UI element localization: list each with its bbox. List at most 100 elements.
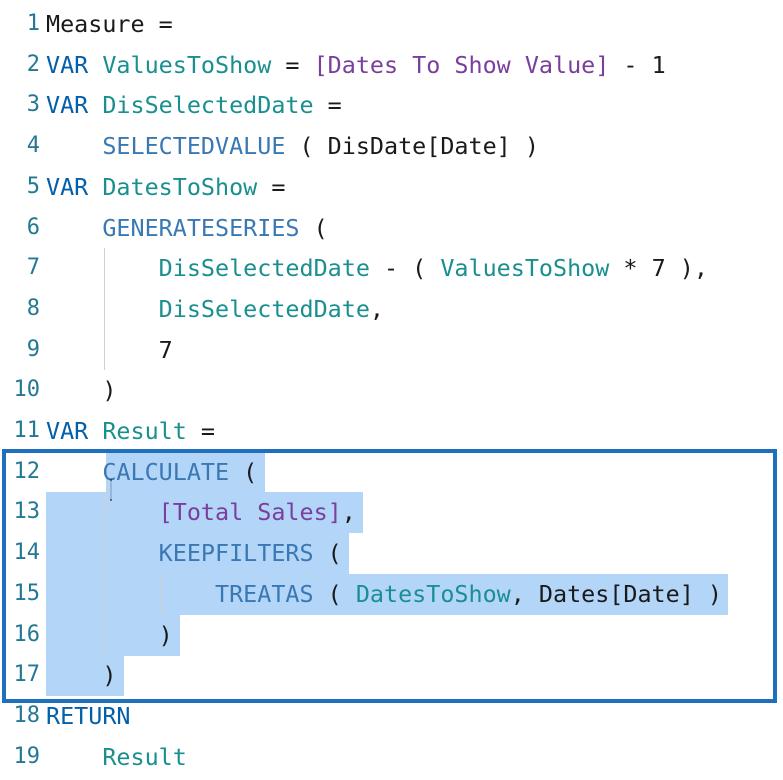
code-text: GENERATESERIES (: [46, 208, 328, 248]
code-token: - (: [369, 254, 441, 283]
code-text: RETURN: [46, 696, 131, 736]
code-token: ): [46, 620, 173, 649]
code-line-9[interactable]: 9 7: [0, 330, 783, 370]
line-number: 14: [13, 540, 41, 566]
i-beam-cursor-icon: [110, 479, 112, 501]
code-line-8[interactable]: 8 DisSelectedDate,: [0, 289, 783, 329]
code-line-16[interactable]: 16 ): [0, 615, 783, 655]
code-text: 7: [46, 330, 173, 370]
code-token: 7: [46, 335, 173, 364]
code-token: [46, 458, 102, 486]
code-token: VAR: [46, 172, 103, 201]
code-token: [Dates To Show Value]: [313, 50, 610, 79]
code-token: (: [313, 539, 342, 568]
code-token: KEEPFILTERS: [158, 539, 314, 568]
line-number: 4: [26, 133, 40, 159]
code-token: (: [313, 579, 356, 608]
code-token: [46, 498, 159, 526]
line-number: 3: [26, 92, 40, 118]
line-number: 2: [26, 51, 40, 77]
code-token: (: [229, 457, 258, 486]
code-token: [46, 580, 215, 608]
indent-guide: [104, 492, 106, 656]
code-token: TREATAS: [215, 579, 314, 608]
code-token: =: [313, 91, 342, 120]
code-text: ): [46, 370, 116, 410]
code-token: =: [186, 417, 216, 445]
code-line-12[interactable]: 12 CALCULATE (: [0, 452, 783, 492]
code-text: ): [46, 615, 173, 655]
selection-row: [46, 655, 125, 697]
code-token: Result: [102, 742, 187, 771]
code-token: ValuesToShow: [102, 50, 272, 79]
code-text: [Total Sales],: [46, 492, 356, 532]
code-token: ): [46, 661, 117, 690]
code-text: VAR Result =: [46, 411, 215, 451]
code-token: DisSelectedDate: [158, 294, 370, 323]
code-line-17[interactable]: 17 ): [0, 655, 783, 695]
selection-row: [46, 492, 364, 534]
selection-row: [106, 451, 265, 493]
code-text: VAR DatesToShow =: [46, 167, 285, 207]
code-token: VAR: [46, 417, 103, 445]
code-token: VAR: [46, 91, 103, 120]
code-token: Result: [102, 417, 187, 445]
line-number: 8: [26, 295, 40, 321]
code-token: ,: [341, 498, 356, 527]
code-token: GENERATESERIES: [102, 213, 300, 242]
code-token: ,: [369, 294, 385, 323]
code-token: , Dates[Date] ): [510, 579, 722, 608]
line-number: 16: [13, 621, 41, 647]
code-line-15[interactable]: 15 TREATAS ( DatesToShow, Dates[Date] ): [0, 574, 783, 614]
code-token: CALCULATE: [102, 457, 230, 486]
code-line-14[interactable]: 14 KEEPFILTERS (: [0, 533, 783, 573]
code-text: DisSelectedDate - ( ValuesToShow * 7 ),: [46, 248, 708, 288]
line-number: 1: [26, 11, 40, 36]
code-token: SELECTEDVALUE: [102, 132, 286, 161]
code-token: ( DisDate[Date] ): [285, 132, 539, 161]
code-text: CALCULATE (: [46, 452, 257, 492]
code-text: VAR DisSelectedDate =: [46, 85, 342, 125]
code-token: DisSelectedDate: [158, 254, 370, 283]
code-line-6[interactable]: 6 GENERATESERIES (: [0, 208, 783, 248]
line-number: 9: [26, 336, 40, 362]
code-line-7[interactable]: 7 DisSelectedDate - ( ValuesToShow * 7 )…: [0, 248, 783, 288]
code-token: [46, 743, 102, 771]
code-text: KEEPFILTERS (: [46, 533, 342, 573]
line-number: 13: [13, 499, 41, 525]
code-line-10[interactable]: 10 ): [0, 370, 783, 410]
line-number: 17: [13, 662, 41, 688]
code-token: [Total Sales]: [158, 498, 342, 527]
code-line-19[interactable]: 19 Result: [0, 737, 783, 777]
code-line-13[interactable]: 13 [Total Sales],: [0, 492, 783, 532]
code-token: DisSelectedDate: [102, 91, 314, 120]
code-token: [46, 539, 159, 567]
line-number: 12: [13, 458, 41, 484]
code-token: - 1: [609, 50, 666, 79]
code-token: DatesToShow: [102, 172, 258, 201]
code-line-4[interactable]: 4 SELECTEDVALUE ( DisDate[Date] ): [0, 126, 783, 166]
code-token: =: [257, 172, 286, 201]
code-token: Measure =: [46, 10, 173, 38]
code-token: ValuesToShow: [440, 254, 610, 283]
code-token: [46, 295, 159, 323]
code-text: Result: [46, 737, 187, 777]
code-text: TREATAS ( DatesToShow, Dates[Date] ): [46, 574, 722, 614]
code-text: VAR ValuesToShow = [Dates To Show Value]…: [46, 45, 666, 85]
code-token: (: [299, 213, 328, 242]
line-number: 7: [26, 255, 40, 281]
selection-row: [46, 573, 729, 615]
line-number: 6: [26, 214, 40, 240]
code-token: VAR: [46, 50, 103, 79]
code-token: RETURN: [46, 701, 131, 730]
selection-row: [46, 614, 181, 656]
line-number: 10: [13, 377, 41, 403]
line-number: 15: [13, 580, 41, 606]
